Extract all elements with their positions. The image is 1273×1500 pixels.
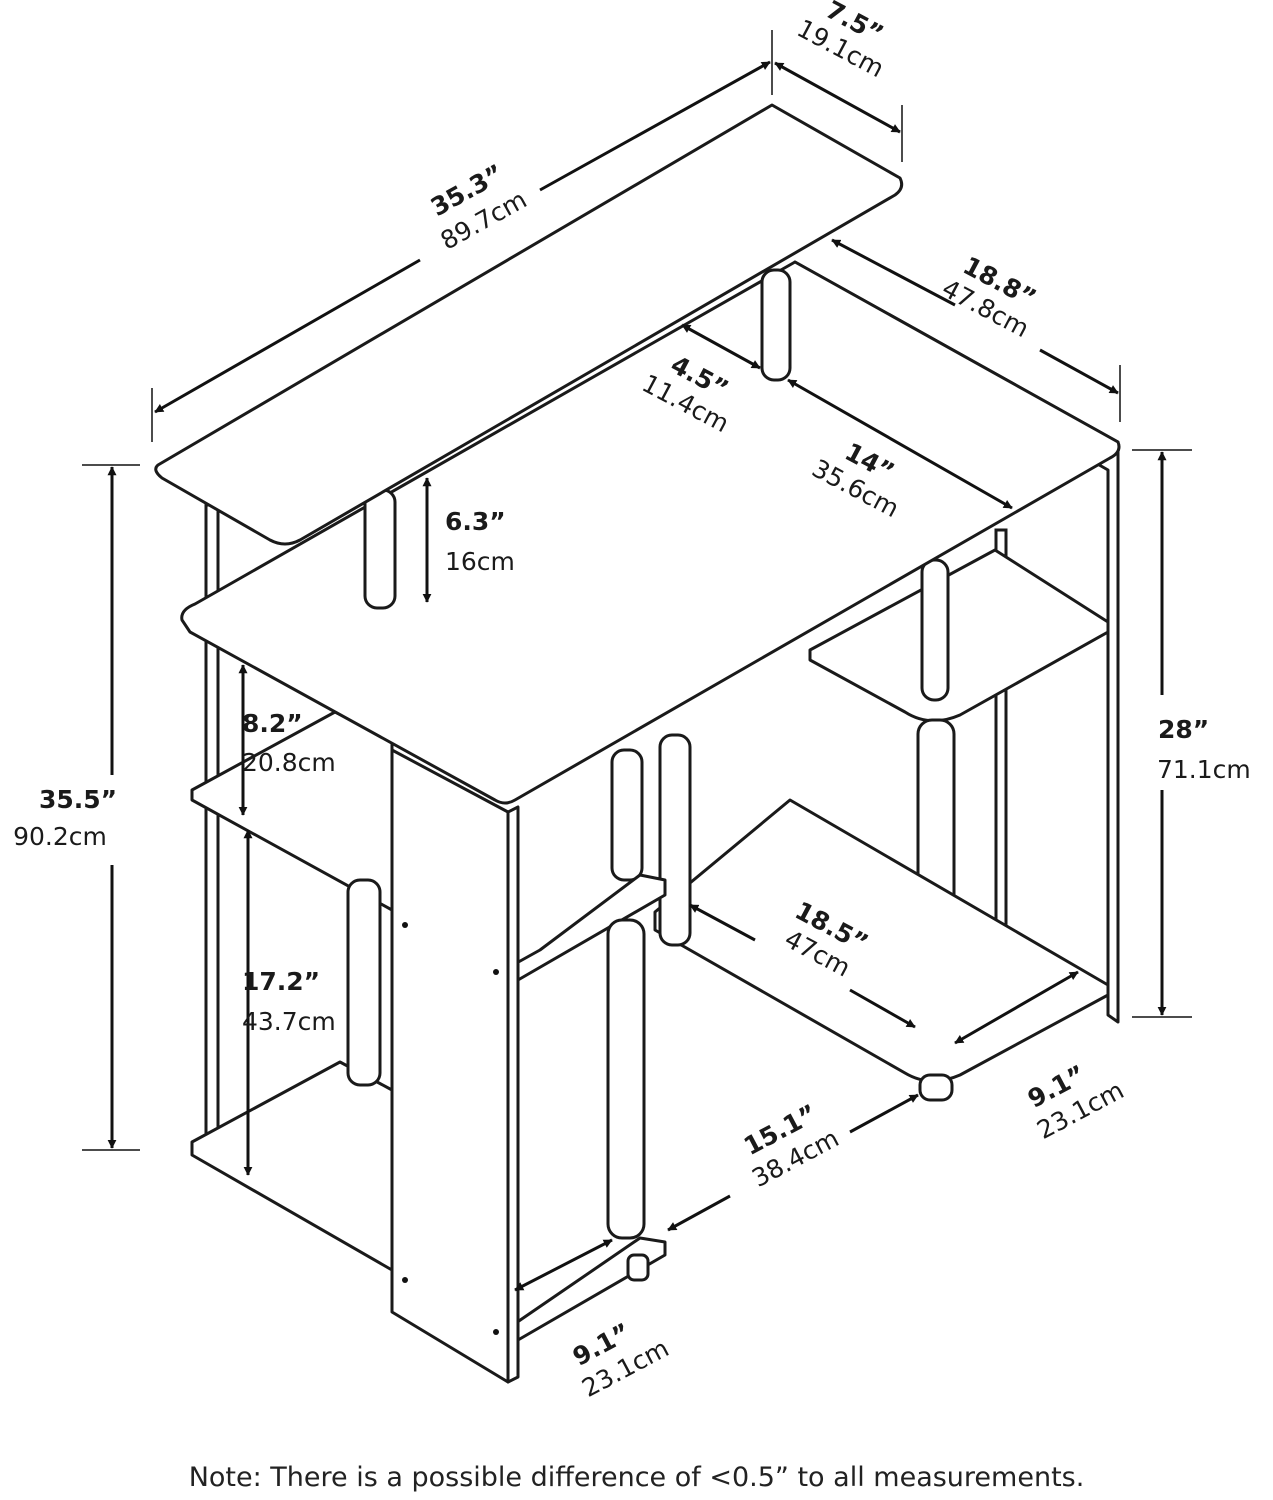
label-desk-height-cm: 71.1cm: [1157, 755, 1251, 784]
arrow-bottom-shelf-depth: [689, 903, 756, 942]
measurement-note: Note: There is a possible difference of …: [188, 1462, 1085, 1493]
arrow-desk-depth: [831, 238, 956, 307]
label-riser-height-inch: 6.3”: [445, 507, 506, 536]
label-upper-shelf-gap-cm: 20.8cm: [242, 748, 336, 777]
arrow-knee-space-2: [849, 1093, 919, 1134]
arrow-left-shelf-width: [514, 1238, 613, 1292]
arrow-knee-space: [667, 1194, 731, 1232]
label-upper-shelf-gap-inch: 8.2”: [242, 709, 303, 738]
arrow-bottom-shelf-depth-2: [849, 988, 916, 1029]
arrow-top-shelf-width-2: [539, 60, 771, 192]
arrow-right-shelf-width: [954, 970, 1079, 1045]
extension-lines: [82, 30, 1192, 1151]
label-total-height-inch: 35.5”: [39, 785, 117, 814]
dimension-arrows: [107, 60, 1167, 1292]
arrow-top-shelf-width: [154, 258, 421, 414]
label-total-height-cm: 90.2cm: [13, 822, 107, 851]
arrow-inner-depth: [787, 378, 1013, 510]
arrow-top-shelf-depth: [774, 61, 901, 134]
label-riser-height-cm: 16cm: [445, 547, 515, 576]
label-lower-shelf-gap-inch: 17.2”: [242, 967, 320, 996]
arrow-desk-depth-2: [1039, 348, 1119, 395]
label-desk-height-inch: 28”: [1158, 715, 1209, 744]
arrow-shelf-setback: [681, 323, 761, 370]
label-lower-shelf-gap-cm: 43.7cm: [242, 1007, 336, 1036]
